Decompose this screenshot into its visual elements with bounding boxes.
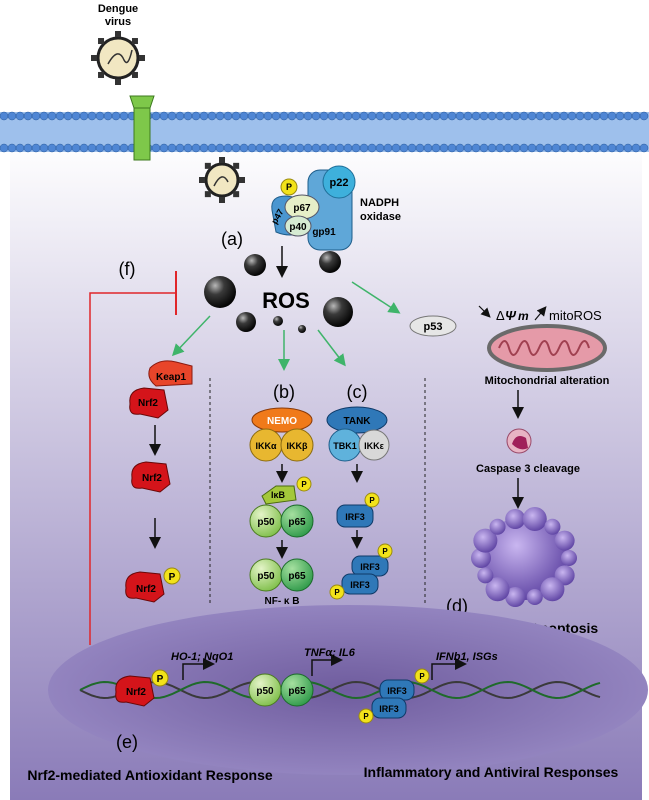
irf3-p-label-3: P xyxy=(334,588,340,597)
increase-arrow-icon xyxy=(534,306,547,321)
caspase-icon xyxy=(506,428,532,454)
nfkb-dimer xyxy=(249,558,314,592)
keap1-nrf2-complex xyxy=(129,360,193,419)
ros-label: ROS xyxy=(262,288,310,313)
label-a: (a) xyxy=(221,229,243,249)
decrease-arrow-icon xyxy=(478,305,491,318)
virus-label-line1: Dengue xyxy=(98,3,138,15)
dengue-virus-icon xyxy=(91,31,145,85)
gene2-label: TNFα; IL6 xyxy=(304,647,356,659)
nrf2-free xyxy=(131,461,171,493)
p50-label-3: p50 xyxy=(256,686,274,697)
p50-label-2: p50 xyxy=(257,571,275,582)
mitochondrion-icon xyxy=(487,324,607,372)
phospho-nrf2-icon xyxy=(163,567,181,585)
ikka-label: IKKα xyxy=(255,441,276,451)
arrow-ros-to-irf3 xyxy=(317,329,346,367)
ikkb-label: IKKβ xyxy=(287,441,308,451)
nadph-name-line1: NADPH xyxy=(360,197,399,209)
keap1-label: Keap1 xyxy=(156,372,186,383)
irf3-p-label-4: P xyxy=(419,672,425,681)
apoptotic-cell-icon xyxy=(471,507,577,607)
irf3-p-label-5: P xyxy=(363,712,369,721)
transcription-arrow-2 xyxy=(311,654,343,676)
label-b: (b) xyxy=(273,382,295,402)
arrow-ros-to-p53 xyxy=(351,281,401,314)
irf3-dimer xyxy=(329,543,393,600)
ros-particles xyxy=(204,251,353,333)
tbk1-complex xyxy=(326,406,390,462)
irf3-nuclear-2 xyxy=(371,697,407,719)
transcription-arrow-1 xyxy=(182,658,215,680)
delta-psi-symbol: Δ xyxy=(496,308,505,323)
irf3-nuclear-phospho-2 xyxy=(358,708,374,724)
p65-nuclear xyxy=(280,673,314,707)
nadph-oxidase-complex xyxy=(271,165,356,251)
p65-label-3: p65 xyxy=(288,686,306,697)
irf3-label-1: IRF3 xyxy=(345,512,365,522)
irf3-label-3: IRF3 xyxy=(350,580,370,590)
delta-psi-label: Ψ xyxy=(505,308,517,323)
label-e: (e) xyxy=(116,732,138,752)
gene3-label: IFNb1, ISGs xyxy=(436,651,498,663)
dna-strand xyxy=(79,680,601,700)
nrf2-label-4: Nrf2 xyxy=(126,687,146,698)
mito-alteration-label: Mitochondrial alteration xyxy=(485,375,610,387)
bottom-left-caption: Nrf2-mediated Antioxidant Response xyxy=(27,767,273,783)
caspase-label: Caspase 3 cleavage xyxy=(476,463,580,475)
nucleus xyxy=(48,605,648,775)
tank-label: TANK xyxy=(343,416,371,427)
cell-membrane xyxy=(0,111,649,153)
nrf2-nuclear xyxy=(115,675,155,707)
ikb-p-label: P xyxy=(301,480,307,489)
receptor-icon xyxy=(129,95,155,161)
p53-oval xyxy=(409,315,457,337)
nrf2-phospho xyxy=(125,571,165,603)
transcription-arrow-3 xyxy=(431,658,467,680)
nrf2-p-label-2: P xyxy=(157,674,164,685)
ikb-nfkb-complex xyxy=(249,476,314,538)
irf3-label-5: IRF3 xyxy=(379,704,399,714)
irf3-nuclear-phospho-1 xyxy=(414,668,430,684)
irf3-p-label-1: P xyxy=(369,496,375,505)
irf3-phospho-icon xyxy=(364,492,380,508)
delta-psi-m: m xyxy=(518,309,529,323)
irf3-label-2: IRF3 xyxy=(360,562,380,572)
irf3-label-4: IRF3 xyxy=(387,686,407,696)
p40-label: p40 xyxy=(289,222,307,233)
tbk1-label: TBK1 xyxy=(333,441,357,451)
nadph-p-label: P xyxy=(286,182,292,192)
ikk-complex xyxy=(249,407,314,462)
irf3-p-label-2: P xyxy=(382,547,388,556)
label-f: (f) xyxy=(119,259,136,279)
gene1-label: HO-1; NqO1 xyxy=(171,651,233,663)
p50-label-1: p50 xyxy=(257,517,275,528)
p65-label-2: p65 xyxy=(288,571,306,582)
virus-label-line2: virus xyxy=(105,16,131,28)
nrf2-p-label: P xyxy=(169,572,176,583)
nrf2-label-1: Nrf2 xyxy=(138,398,158,409)
nrf2-label-3: Nrf2 xyxy=(136,584,156,595)
p65-label-1: p65 xyxy=(288,517,306,528)
ikke-label: IKKε xyxy=(364,441,384,451)
p53-label: p53 xyxy=(424,321,443,333)
nfkb-label: NF- κ B xyxy=(264,596,299,607)
irf3-monomer xyxy=(336,504,374,528)
gp91-label: gp91 xyxy=(312,227,336,238)
mitoros-label: mitoROS xyxy=(549,308,602,323)
nrf2-label-2: Nrf2 xyxy=(142,473,162,484)
nadph-name-line2: oxidase xyxy=(360,211,401,223)
internalized-virus-icon xyxy=(199,157,245,203)
label-c: (c) xyxy=(347,382,368,402)
p67-label: p67 xyxy=(293,203,311,214)
arrow-ros-to-nrf2 xyxy=(171,315,211,357)
ikb-label: IκB xyxy=(271,490,286,500)
bottom-right-caption: Inflammatory and Antiviral Responses xyxy=(364,764,619,780)
inhibition-line xyxy=(89,292,176,645)
nemo-label: NEMO xyxy=(267,416,297,427)
phospho-nrf2-nuclear-icon xyxy=(151,669,169,687)
p22-label: p22 xyxy=(330,177,349,189)
